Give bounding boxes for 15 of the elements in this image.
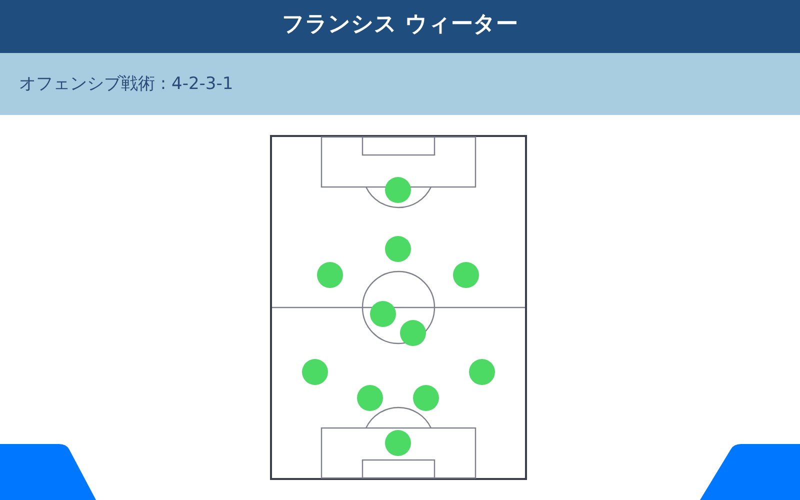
player-dot-icon — [370, 301, 396, 327]
player-dot-icon — [357, 385, 383, 411]
title-text: フランシス ウィーター — [281, 11, 519, 39]
subtitle-band — [0, 53, 800, 115]
player-dot-icon — [317, 262, 343, 288]
formation-text: オフェンシブ戦術 : 4-2-3-1 — [19, 73, 234, 96]
soccer-pitch — [270, 135, 527, 480]
player-dot-icon — [469, 359, 495, 385]
player-dot-icon — [302, 359, 328, 385]
player-dot-icon — [385, 236, 411, 262]
player-dot-icon — [385, 177, 411, 203]
player-dot-icon — [400, 320, 426, 346]
player-dot-icon — [453, 262, 479, 288]
player-dot-icon — [413, 385, 439, 411]
player-dot-icon — [385, 430, 411, 456]
